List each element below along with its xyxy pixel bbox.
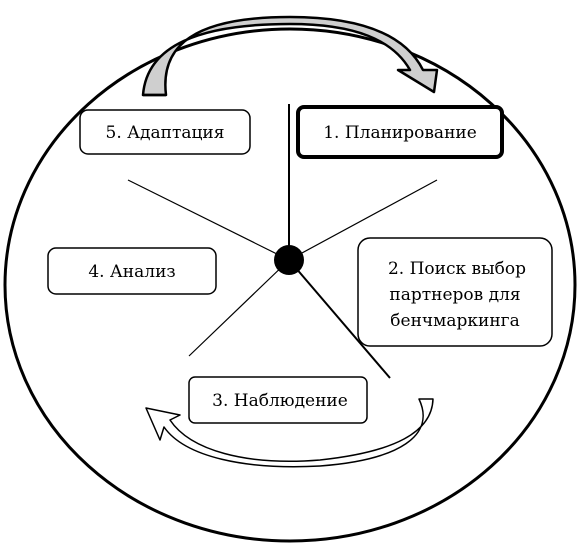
spoke-lower-right <box>288 259 391 379</box>
stage-label: 5. Адаптация <box>106 123 225 143</box>
spoke-lower-left <box>188 259 290 357</box>
stage-label: 3. Наблюдение <box>212 391 348 411</box>
stage-box <box>188 376 368 424</box>
spokes <box>127 104 438 379</box>
center-hub <box>274 245 304 275</box>
top-cycle-arrow <box>141 15 439 97</box>
spoke-upper-right <box>288 179 438 261</box>
bottom-cycle-arrow <box>145 398 434 468</box>
stage-observation: 3. Наблюдение <box>188 376 368 424</box>
outer-circle <box>3 27 577 543</box>
stage-adaptation: 5. Адаптация <box>79 109 251 155</box>
stage-planning: 1. Планирование <box>296 105 504 159</box>
stage-label-line-3: бенчмаркинга <box>390 311 519 331</box>
stage-label-line-2: партнеров для <box>389 285 520 305</box>
stage-box <box>357 237 553 347</box>
stage-box <box>79 109 251 155</box>
stage-box <box>296 105 504 159</box>
stage-label: 1. Планирование <box>323 123 477 143</box>
stage-box <box>47 247 217 295</box>
stage-label: 4. Анализ <box>88 262 175 282</box>
stage-analysis: 4. Анализ <box>47 247 217 295</box>
stage-partner-search: 2. Поиск выбор партнеров для бенчмаркинг… <box>357 237 553 347</box>
spoke-upper-left <box>127 179 290 261</box>
stage-label-line-1: 2. Поиск выбор <box>388 259 526 279</box>
